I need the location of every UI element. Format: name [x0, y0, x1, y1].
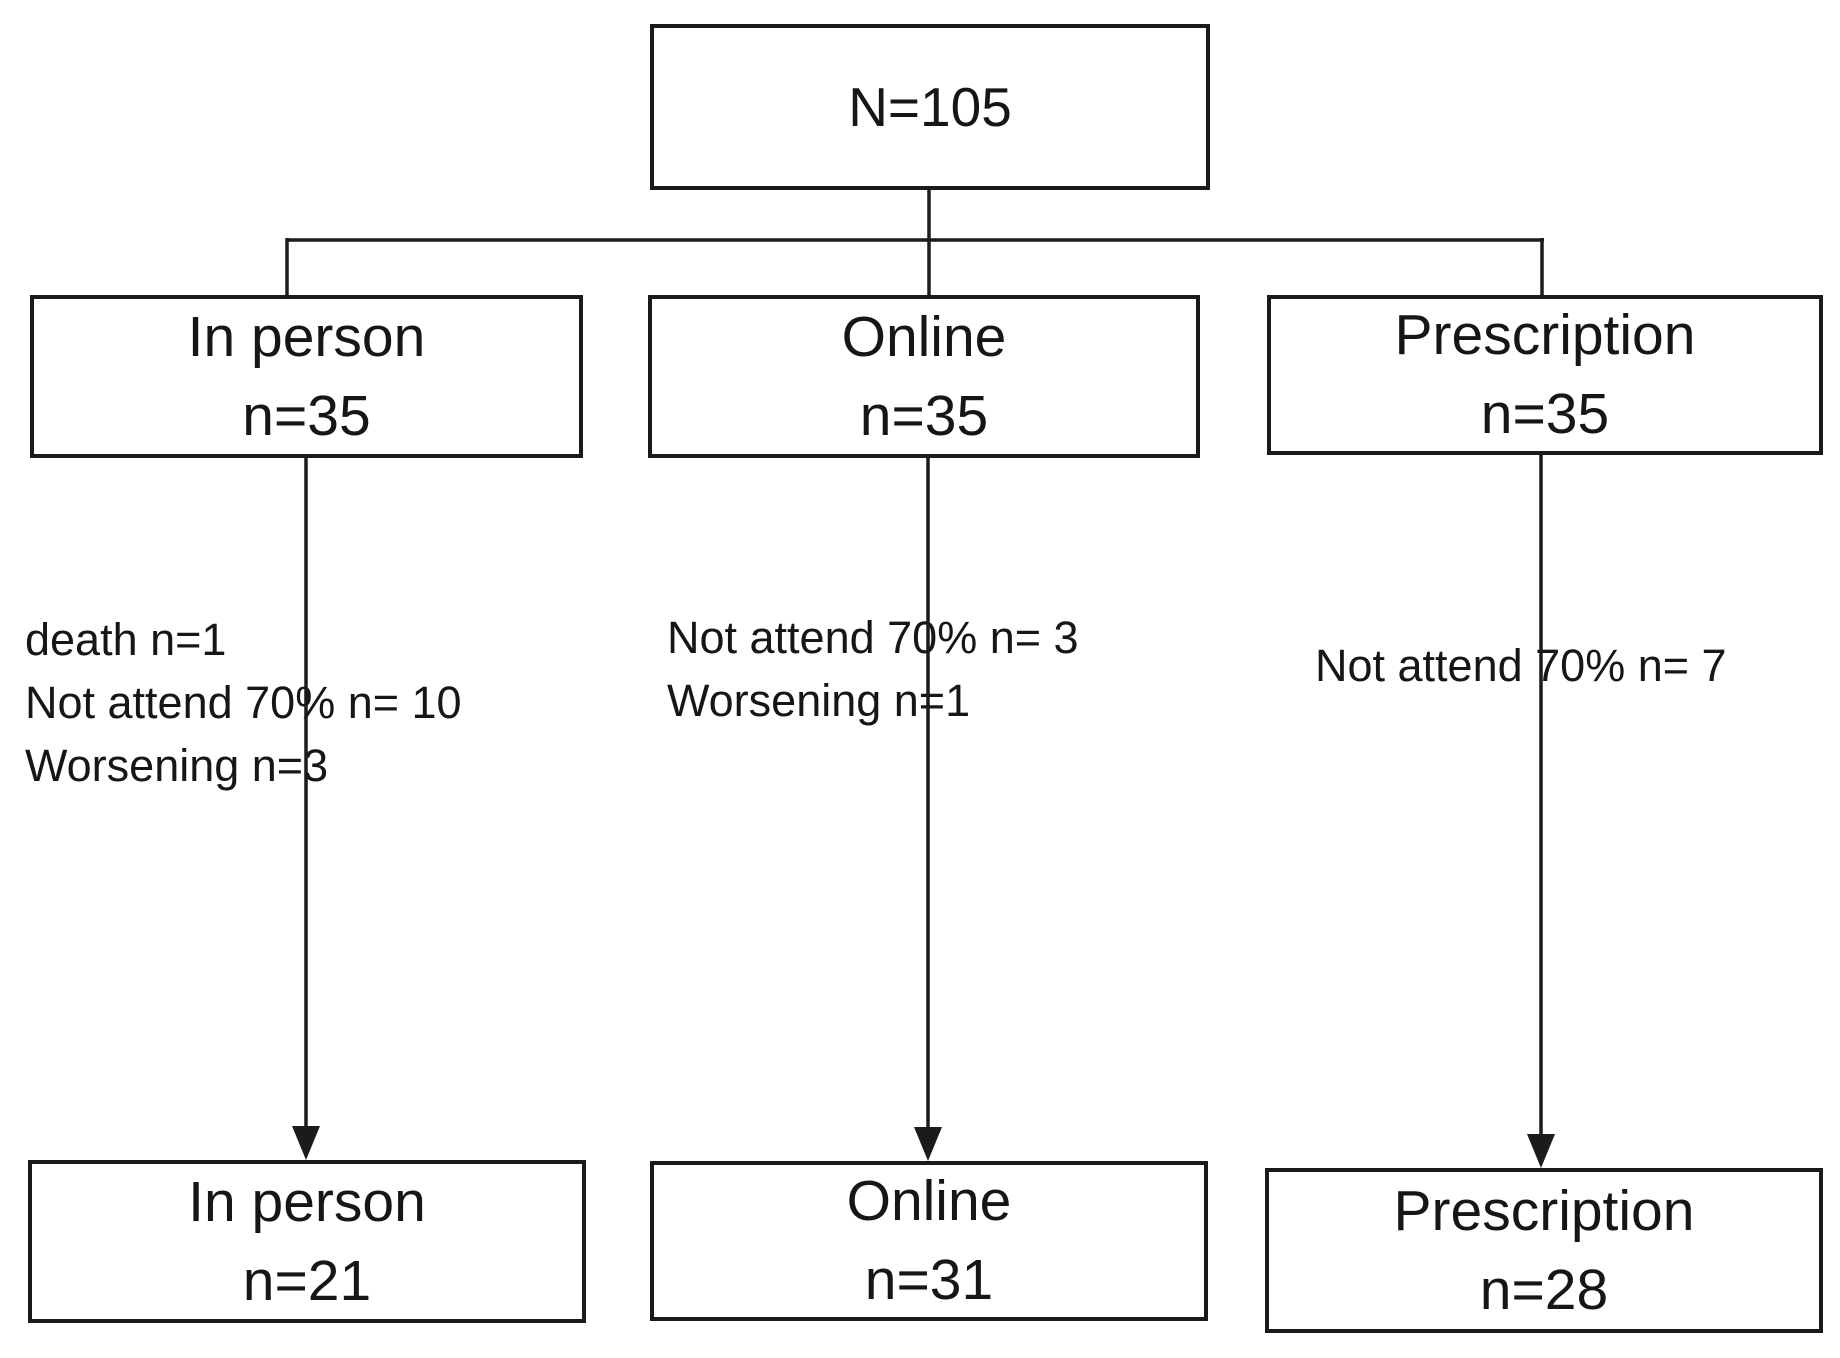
- arm-box-online: Online n=35: [648, 295, 1200, 458]
- dropout-line: Worsening n=3: [25, 740, 329, 791]
- arm-title: Prescription: [1394, 303, 1696, 367]
- arm-title: In person: [187, 304, 426, 369]
- arrowhead-prescription: [1527, 1134, 1555, 1168]
- completed-box-prescription: Prescription n=28: [1265, 1168, 1823, 1333]
- arm-box-in-person: In person n=35: [30, 295, 583, 458]
- enrollment-label: N=105: [848, 76, 1012, 138]
- dropout-line: death n=1: [25, 614, 227, 665]
- completed-box-online: Online n=31: [650, 1161, 1208, 1321]
- completed-n: n=31: [864, 1248, 994, 1312]
- arrowhead-in-person: [292, 1126, 320, 1160]
- completed-n: n=21: [242, 1248, 372, 1313]
- completed-n: n=28: [1479, 1257, 1609, 1322]
- arrowhead-online: [914, 1127, 942, 1161]
- enrollment-box: N=105: [650, 24, 1210, 190]
- arm-title: Online: [841, 304, 1007, 369]
- dropout-line: Not attend 70% n= 7: [1315, 640, 1727, 691]
- dropout-line: Not attend 70% n= 10: [25, 677, 462, 728]
- dropout-line: Not attend 70% n= 3: [667, 612, 1079, 663]
- completed-title: Prescription: [1393, 1178, 1695, 1243]
- arm-n: n=35: [859, 383, 989, 448]
- completed-title: In person: [188, 1169, 426, 1234]
- completed-title: Online: [846, 1169, 1012, 1233]
- completed-box-in-person: In person n=21: [28, 1160, 586, 1323]
- dropout-note-online: Not attend 70% n= 3 Worsening n=1: [667, 606, 1079, 732]
- arm-n: n=35: [242, 383, 371, 448]
- arm-box-prescription: Prescription n=35: [1267, 295, 1823, 455]
- dropout-line: Worsening n=1: [667, 675, 971, 726]
- dropout-note-in-person: death n=1 Not attend 70% n= 10 Worsening…: [25, 608, 462, 797]
- arm-n: n=35: [1480, 382, 1610, 446]
- dropout-note-prescription: Not attend 70% n= 7: [1315, 634, 1727, 697]
